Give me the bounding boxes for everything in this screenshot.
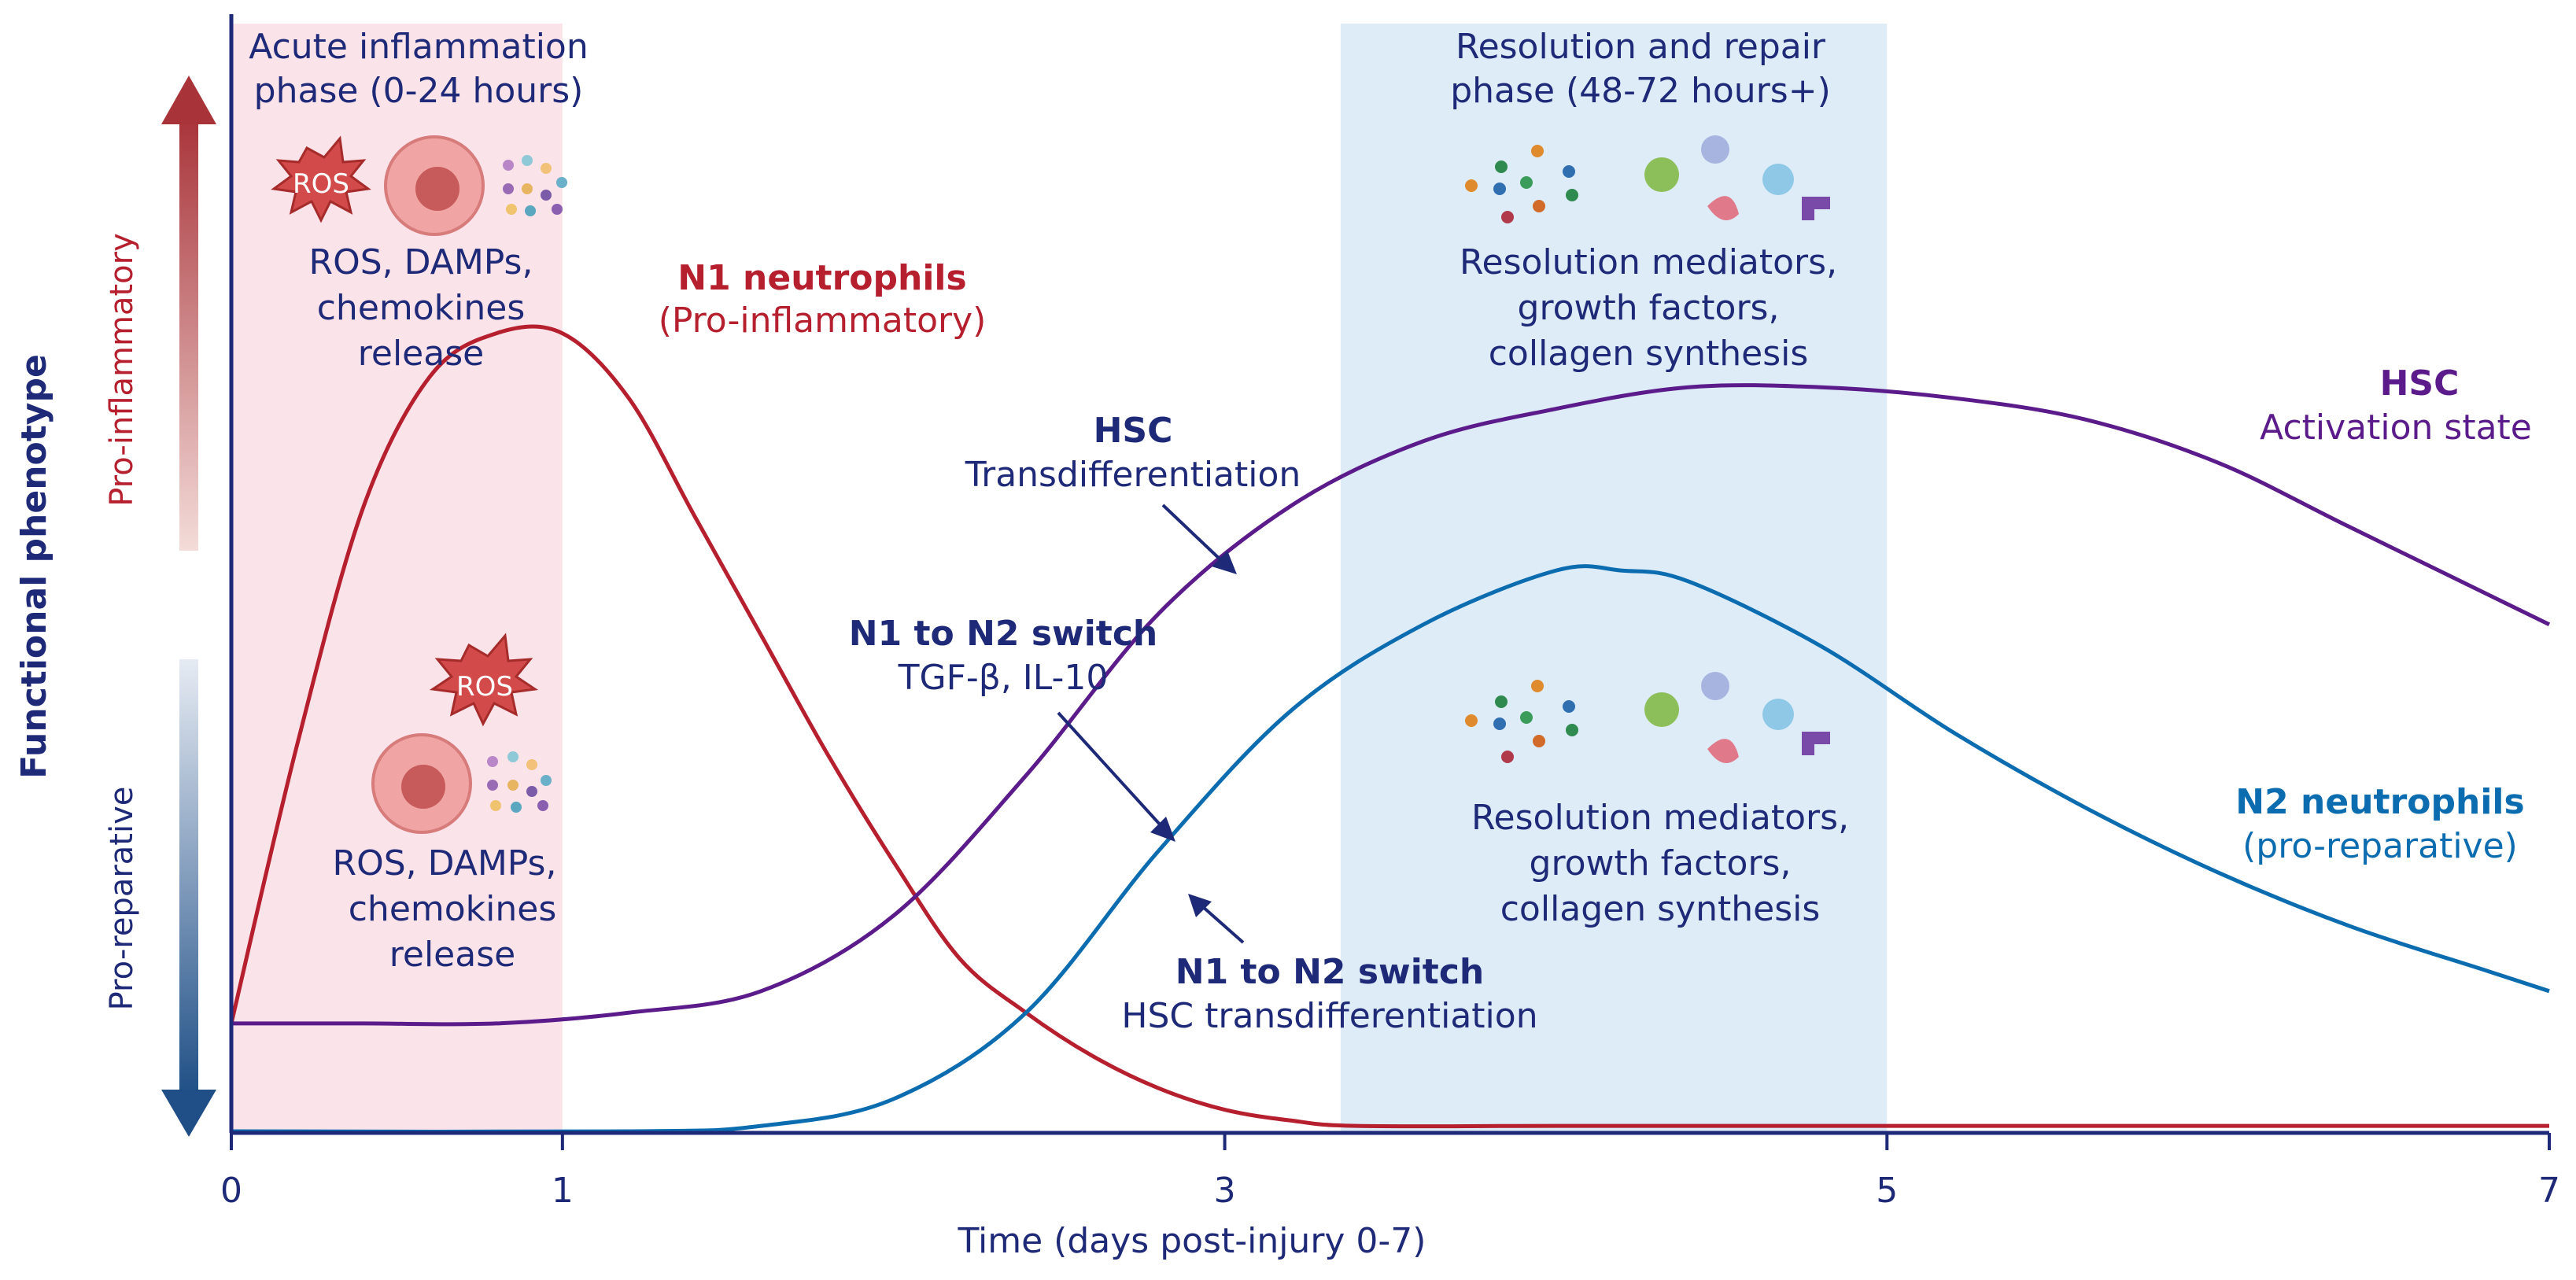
damaged-cell-icon [384,135,485,236]
hsc-trans-pointer-arrow [1161,504,1237,574]
x-ticks: 0 1 3 5 7 [220,1133,2560,1211]
pro-inflammatory-label: Pro-inflammatory [104,233,140,507]
n2-label-subtitle: (pro-reparative) [2242,826,2518,866]
acute-lower-text-line1: ROS, DAMPs, [333,843,557,883]
series-lines [229,324,2551,1134]
pro-reparative-arrow [161,659,216,1137]
switch1-pointer-arrow [1057,711,1175,842]
acute-upper-text-line3: release [358,334,484,374]
resolution-phase-title-line1: Resolution and repair [1456,27,1826,67]
x-tick-label: 1 [552,1171,574,1211]
ros-badge-label-lower: ROS [456,671,513,703]
resolution-upper-text-line3: collagen synthesis [1489,334,1809,374]
acute-phase-title-line2: phase (0-24 hours) [254,71,584,111]
acute-upper-text-line1: ROS, DAMPs, [309,242,533,282]
growth-factor-protein-icon [1644,135,1830,220]
resolution-upper-text-line1: Resolution mediators, [1460,242,1837,282]
hsc-activation-label-title: HSC [2380,363,2460,404]
acute-lower-text-line2: chemokines [349,889,557,929]
switch1-label-subtitle: TGF-β, IL-10 [898,658,1109,698]
hsc-trans-label-subtitle: Transdifferentiation [965,455,1301,495]
growth-factor-protein-icon-lower [1644,672,1830,763]
resolution-lower-text-line1: Resolution mediators, [1471,798,1849,838]
x-tick-label: 7 [2538,1171,2560,1211]
switch2-pointer-arrow [1188,894,1245,944]
switch2-label-title: N1 to N2 switch [1175,952,1484,992]
switch1-label-title: N1 to N2 switch [849,614,1157,654]
chemokine-dots-icon [503,155,567,216]
n2-neutrophils-line [231,564,2550,1134]
switch2-label-subtitle: HSC transdifferentiation [1121,996,1537,1036]
resolution-phase-band [1340,24,1888,1131]
resolution-lower-text-line3: collagen synthesis [1500,889,1821,929]
acute-lower-text-line3: release [389,935,515,975]
acute-upper-text-line2: chemokines [317,288,526,328]
n1-neutrophils-line [229,324,2549,1129]
ros-burst-icon-lower: ROS [429,633,539,727]
ros-burst-icon: ROS [271,135,371,223]
resolution-lower-text-line2: growth factors, [1530,843,1792,883]
damaged-cell-icon-lower [371,733,472,834]
n1-label-subtitle: (Pro-inflammatory) [659,301,987,341]
x-tick-label: 5 [1876,1171,1898,1211]
x-tick-label: 3 [1214,1171,1236,1211]
ros-badge-label: ROS [293,168,349,200]
resolution-upper-text-line2: growth factors, [1518,288,1780,328]
hsc-activation-label-subtitle: Activation state [2260,408,2532,448]
mediator-dots-icon-lower [1465,680,1578,763]
y-axis-title: Functional phenotype [14,354,54,779]
n2-label-title: N2 neutrophils [2235,782,2524,822]
chemokine-dots-icon-lower [487,751,552,813]
mediator-dots-icon [1465,145,1578,223]
acute-phase-title-line1: Acute inflammation [249,27,588,67]
hsc-trans-label-title: HSC [1094,411,1173,451]
x-axis-label: Time (days post-injury 0-7) [958,1221,1426,1261]
hsc-activation-line [231,383,2551,1027]
n1-label-title: N1 neutrophils [677,258,966,298]
pro-inflammatory-arrow [161,76,216,551]
pro-reparative-label: Pro-reparative [104,787,140,1011]
resolution-phase-title-line2: phase (48-72 hours+) [1450,71,1831,111]
x-tick-label: 0 [220,1171,242,1211]
